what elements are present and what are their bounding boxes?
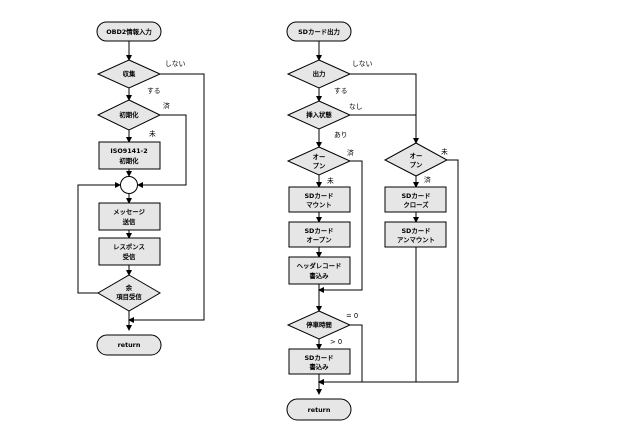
left-return-terminal bbox=[96, 334, 162, 356]
write-line2: 書込み bbox=[309, 362, 329, 371]
right-start-terminal bbox=[286, 21, 352, 42]
open-b-line1: オー bbox=[410, 152, 423, 160]
left-return-label: return bbox=[118, 341, 141, 349]
remain-line2: 項目受信 bbox=[116, 292, 142, 301]
inserted-label: 挿入状態 bbox=[306, 110, 332, 119]
open-b-line2: プン bbox=[410, 160, 423, 169]
mount-line2: マウント bbox=[306, 201, 332, 209]
right-return-terminal bbox=[286, 398, 352, 421]
inserted-decision bbox=[286, 100, 352, 130]
open-b-done-label: 済 bbox=[424, 175, 431, 184]
remain-line1: 余 bbox=[125, 283, 133, 292]
open-b-not-label: 未 bbox=[441, 147, 448, 156]
iso-line2: 初期化 bbox=[119, 156, 139, 165]
output-decision bbox=[286, 59, 352, 89]
fopen-line1: SDカード bbox=[304, 227, 333, 235]
right-flowchart: SDカード出力 出力 しない する 挿入状態 なし あり オー プン 済 未 S… bbox=[286, 21, 459, 421]
response-receive-process bbox=[98, 237, 161, 266]
msg-line1: メッセージ bbox=[113, 208, 145, 216]
inserted-yes-label: あり bbox=[334, 131, 348, 139]
right-start-label: SDカード出力 bbox=[298, 27, 340, 36]
header-write-process bbox=[288, 256, 351, 285]
message-send-process bbox=[98, 202, 161, 231]
init-decision bbox=[96, 99, 162, 131]
output-yes-label: する bbox=[334, 87, 348, 95]
stop-time-decision bbox=[286, 310, 352, 340]
right-return-label: return bbox=[308, 406, 331, 414]
unmount-line2: アンマウント bbox=[397, 236, 435, 244]
output-label: 出力 bbox=[313, 69, 326, 78]
iso-init-process bbox=[98, 141, 161, 170]
open-a-done-label: 済 bbox=[347, 148, 354, 157]
sd-write-process bbox=[288, 348, 351, 375]
left-start-label: OBD2情報入力 bbox=[106, 27, 152, 36]
remaining-items-decision bbox=[97, 274, 161, 312]
stop-gt-label: > 0 bbox=[330, 338, 342, 346]
init-label: 初期化 bbox=[119, 110, 139, 119]
sd-unmount-process bbox=[384, 221, 447, 248]
close-line2: クローズ bbox=[403, 200, 429, 209]
output-no-label: しない bbox=[352, 60, 373, 68]
left-flowchart: OBD2情報入力 収集 しない する 初期化 済 未 ISO9141-2 初期化… bbox=[77, 21, 205, 356]
stop-eq-label: = 0 bbox=[346, 312, 358, 320]
sd-open-process bbox=[288, 221, 351, 248]
sd-close-process bbox=[384, 186, 447, 213]
resp-line2: 受信 bbox=[123, 252, 136, 261]
init-done-label: 済 bbox=[163, 101, 170, 110]
collect-yes-label: する bbox=[147, 87, 161, 95]
unmount-line1: SDカード bbox=[401, 227, 430, 235]
iso-line1: ISO9141-2 bbox=[110, 147, 147, 155]
resp-line1: レスポンス bbox=[113, 242, 145, 251]
header-line2: 書込み bbox=[309, 271, 329, 280]
close-line1: SDカード bbox=[401, 192, 430, 200]
inserted-no-label: なし bbox=[349, 103, 363, 111]
open-a-line2: プン bbox=[313, 161, 326, 170]
loop-connector bbox=[120, 176, 138, 194]
open-a-decision bbox=[286, 146, 352, 176]
open-a-not-label: 未 bbox=[327, 176, 334, 185]
sd-mount-process bbox=[288, 186, 351, 213]
open-b-decision bbox=[383, 142, 449, 177]
fopen-line2: オープン bbox=[306, 235, 332, 244]
mount-line1: SDカード bbox=[304, 192, 333, 200]
msg-line2: 送信 bbox=[122, 217, 136, 226]
collect-label: 収集 bbox=[123, 69, 136, 78]
collect-decision bbox=[96, 59, 162, 89]
header-line1: ヘッダレコード bbox=[297, 261, 342, 270]
stop-time-label: 停車時間 bbox=[306, 320, 332, 329]
open-a-line1: オー bbox=[313, 153, 326, 161]
init-not-label: 未 bbox=[149, 129, 156, 138]
left-start-terminal bbox=[96, 21, 162, 42]
collect-no-label: しない bbox=[165, 60, 186, 68]
write-line1: SDカード bbox=[304, 354, 333, 362]
